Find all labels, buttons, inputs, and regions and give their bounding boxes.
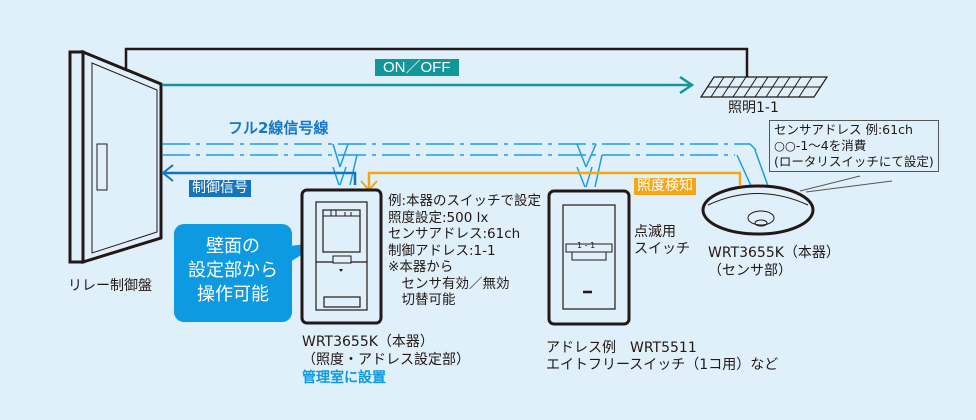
callout-wall-operation: 壁面の 設定部から 操作可能 xyxy=(174,224,292,322)
onoff-label: ON／OFF xyxy=(375,59,459,76)
full2wire-label: フル2線信号線 xyxy=(228,119,329,137)
switch-description: エイトフリースイッチ（1コ用）など xyxy=(546,357,779,373)
main-unit-settings-text: 例:本器のスイッチで設定 照度設定:500 lx センサアドレス:61ch 制御… xyxy=(388,193,542,308)
relay-panel-back-wire xyxy=(124,47,749,85)
sensor-part: （センサ部） xyxy=(708,263,792,279)
lighting-label: 照明1-1 xyxy=(728,100,779,116)
sensor-device-icon xyxy=(701,175,893,236)
control-signal-label: 制御信号 xyxy=(189,180,251,197)
full2wire-lines xyxy=(162,143,769,189)
lighting-fixture-icon xyxy=(699,76,829,98)
main-unit-part: （照度・アドレス設定部） xyxy=(302,352,470,368)
relay-panel-label: リレー制御盤 xyxy=(68,278,152,294)
sensor-model: WRT3655K（本器） xyxy=(708,245,840,261)
onoff-arrowhead xyxy=(679,75,695,95)
switch-role: 点滅用 スイッチ xyxy=(634,224,690,257)
switch-address-example: アドレス例 WRT5511 xyxy=(546,340,697,356)
main-unit-model: WRT3655K（本器） xyxy=(302,334,434,350)
switch-display-address: 1 - 1 xyxy=(577,241,596,250)
switch-device-icon xyxy=(547,189,631,326)
control-signal-arrowhead xyxy=(161,164,174,182)
main-unit-device-icon xyxy=(300,188,383,325)
main-unit-install-location: 管理室に設置 xyxy=(302,370,386,386)
sensor-address-note: センサアドレス 例:61ch ○○-1～4を消費 (ロータリスイッチにて設定) xyxy=(769,120,939,172)
lux-detect-line xyxy=(367,171,742,188)
lux-detect-label: 照度検知 xyxy=(634,178,696,195)
relay-panel-icon xyxy=(68,49,163,265)
control-signal-line xyxy=(163,171,357,185)
